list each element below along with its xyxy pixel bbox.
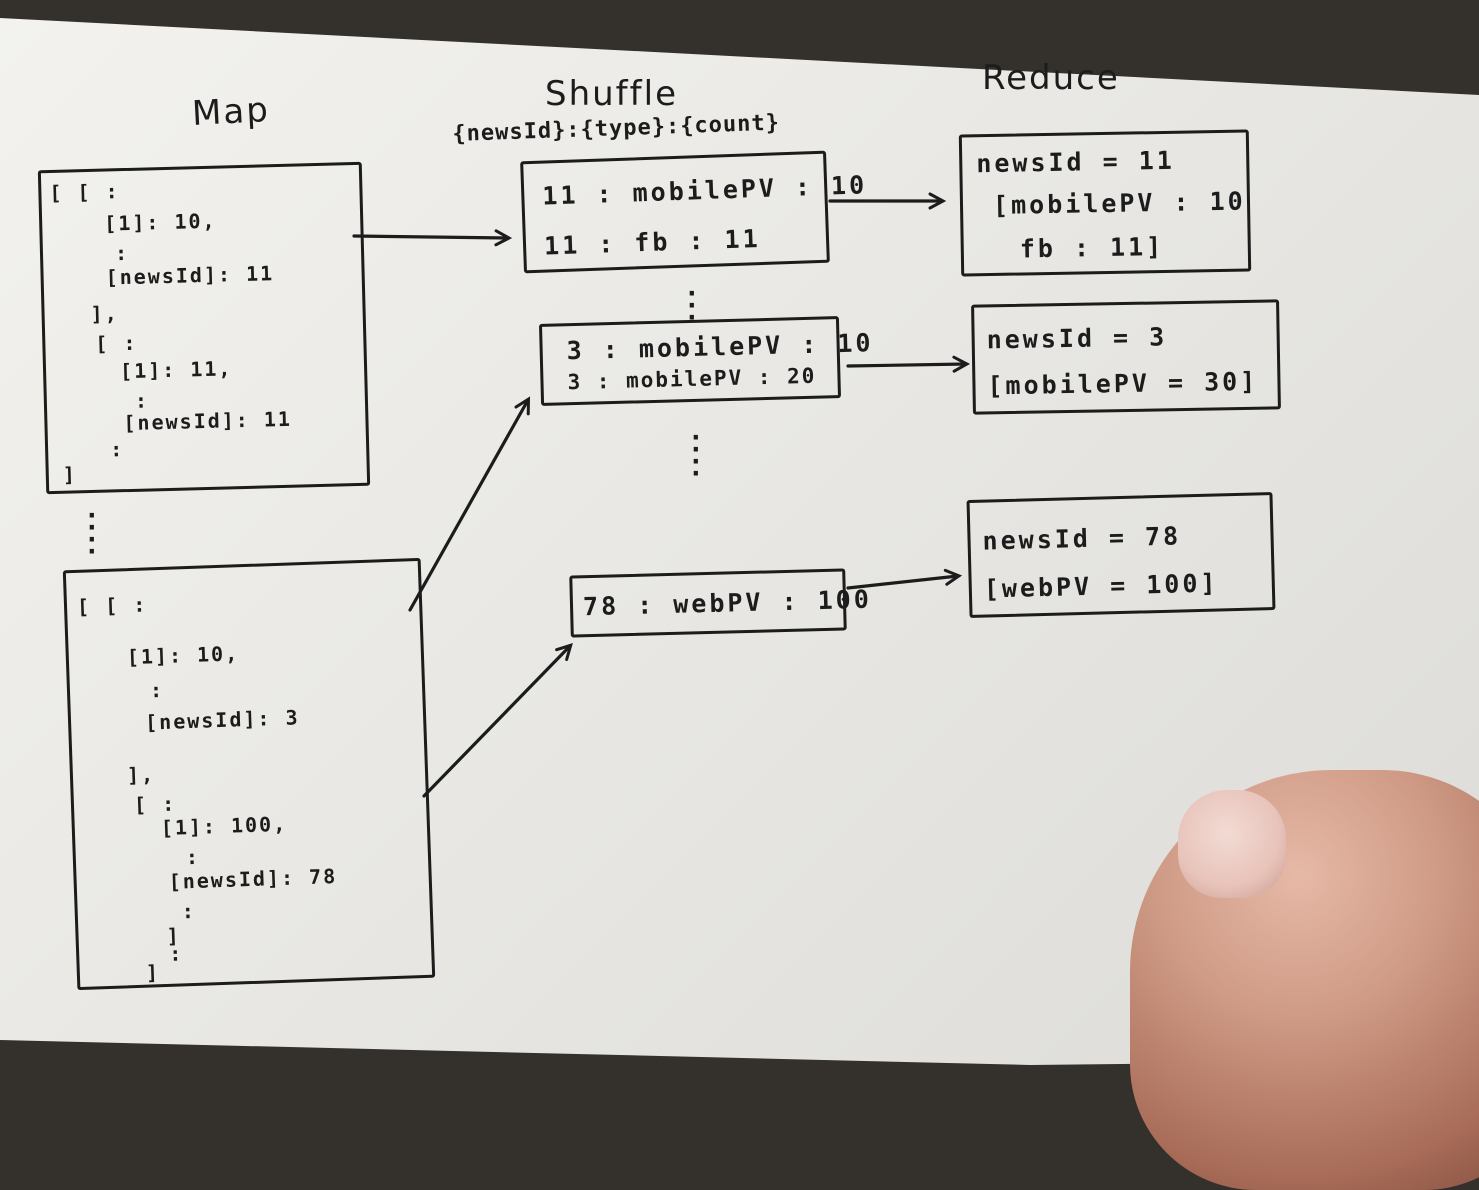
shuffle-continuation-dots: ···· xyxy=(688,423,704,489)
thumbnail-nail xyxy=(1178,790,1286,898)
arrow-shuffle3-to-reduce3 xyxy=(846,576,958,590)
arrow-map1-to-shuffle1 xyxy=(352,236,508,238)
reduce-heading: Reduce xyxy=(982,58,1120,98)
arrow-map2-to-shuffle3 xyxy=(422,646,570,798)
flow-arrows xyxy=(352,0,1479,798)
arrow-map2-to-shuffle2 xyxy=(408,400,528,612)
shuffle-heading: Shuffle xyxy=(545,74,678,114)
map-continuation-dots: ···· xyxy=(84,501,100,567)
arrow-shuffle2-to-reduce2 xyxy=(846,364,966,366)
